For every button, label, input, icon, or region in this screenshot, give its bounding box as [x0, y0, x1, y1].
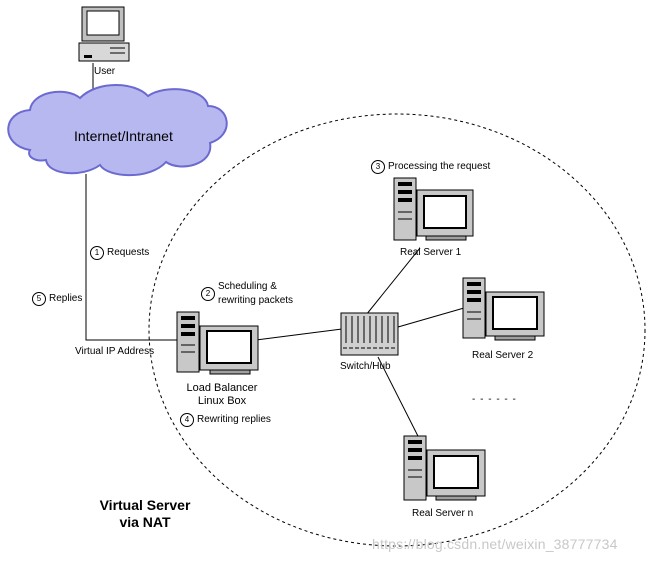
load-balancer-label-line1: Load Balancer [186, 382, 258, 394]
diagram-title-line1: Virtual Server [99, 497, 191, 513]
switch-label: Switch/Hub [340, 361, 391, 372]
step-3: 3 Processing the request [371, 160, 490, 174]
virtual-ip-label: Virtual IP Address [75, 346, 155, 357]
load-balancer-icon [176, 311, 259, 375]
step-4: 4 Rewriting replies [180, 413, 271, 427]
cloud-label: Internet/Intranet [74, 128, 173, 144]
switch-to-rs1-line [365, 247, 421, 316]
step-2-number: 2 [201, 287, 215, 301]
real-server-n-label: Real Server n [412, 508, 474, 519]
step-5-number: 5 [32, 292, 46, 306]
step-2-text: Scheduling & [218, 281, 277, 292]
cloud-to-loadbalancer-line [85, 174, 180, 341]
switch-hub-icon [340, 312, 399, 356]
step-2: 2 Scheduling & [201, 281, 277, 301]
internet-cloud [7, 84, 228, 177]
step-3-number: 3 [371, 160, 385, 174]
real-server-2-icon [462, 277, 545, 341]
real-server-1-label: Real Server 1 [400, 247, 462, 258]
step-1-text: Requests [107, 247, 150, 258]
real-server-1-icon [393, 177, 474, 241]
step-1-number: 1 [90, 246, 104, 260]
lb-to-switch-line [255, 328, 343, 341]
watermark-text: https://blog.csdn.net/weixin_38777734 [372, 536, 618, 552]
user-computer-icon [78, 6, 130, 62]
step-1: 1 Requests [90, 246, 149, 260]
real-server-2-label: Real Server 2 [472, 350, 534, 361]
step-5-text: Replies [49, 293, 83, 304]
switch-to-rsn-line [377, 356, 426, 451]
cluster-boundary [148, 113, 646, 547]
step-4-text: Rewriting replies [197, 414, 271, 425]
step-3-text: Processing the request [388, 161, 491, 172]
step-4-number: 4 [180, 413, 194, 427]
diagram-title-line2: via NAT [119, 514, 171, 530]
step-5: 5 Replies [32, 292, 82, 306]
switch-to-rs2-line [397, 307, 465, 328]
more-servers-ellipsis: - - - - - - [472, 394, 517, 405]
real-server-n-icon [403, 435, 486, 501]
user-label: User [94, 66, 116, 77]
step-2-text-line2: rewriting packets [218, 295, 294, 306]
load-balancer-label-line2: Linux Box [197, 395, 247, 407]
